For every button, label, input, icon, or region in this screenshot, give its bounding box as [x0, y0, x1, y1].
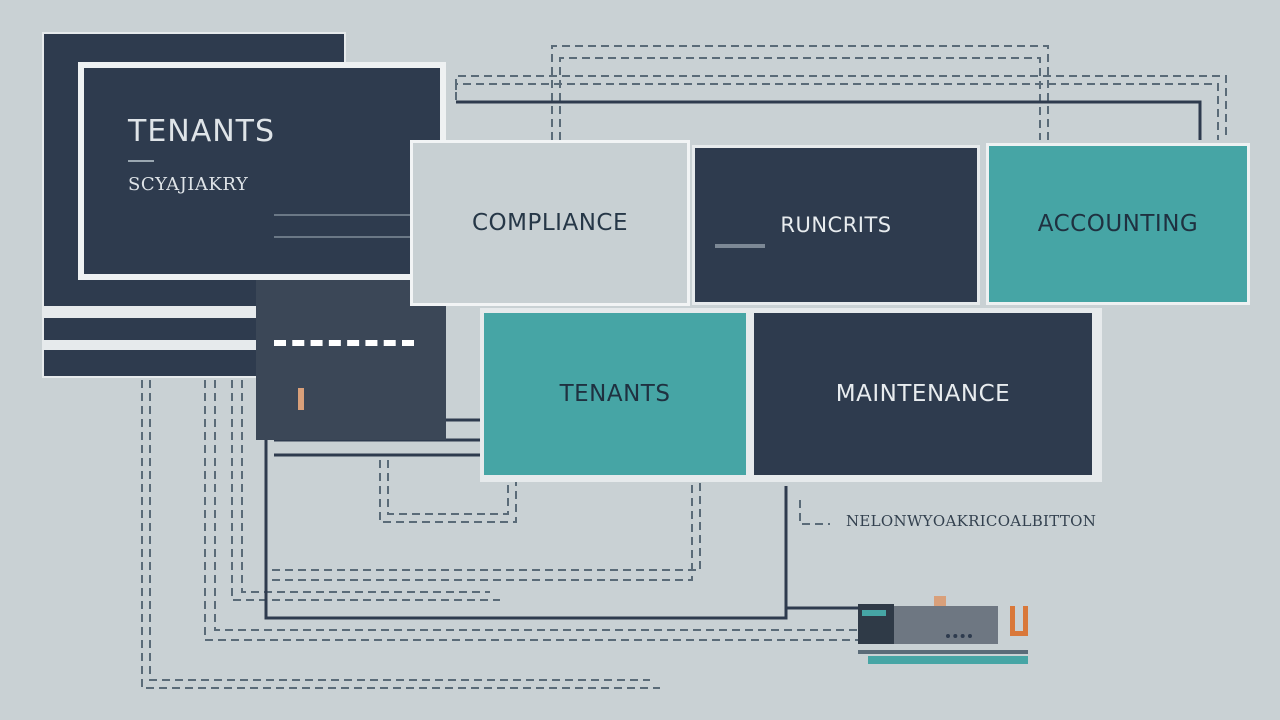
dashed-connector — [214, 380, 870, 631]
left-card-stripe — [42, 340, 422, 350]
annotation-text: NELONWYOAKRICOALBITTON — [846, 512, 1097, 530]
dashed-white-bar — [274, 340, 414, 348]
reports-module[interactable]: RUNCRITS — [692, 145, 980, 305]
dashed-connector — [272, 480, 701, 571]
dashed-connector — [204, 380, 860, 641]
dashed-connector — [379, 460, 517, 523]
reports-label: RUNCRITS — [780, 213, 892, 237]
accounting-label: ACCOUNTING — [1037, 211, 1199, 237]
dashed-connector — [799, 500, 830, 525]
tenants-card-underline — [128, 160, 154, 162]
dashed-connector — [272, 480, 693, 581]
dashed-connector — [559, 57, 1041, 140]
device-top — [934, 596, 946, 606]
solid-connector — [264, 300, 788, 620]
tenants-module[interactable]: TENANTS — [484, 313, 746, 475]
device-light — [862, 610, 886, 616]
tenants-card-rule — [274, 214, 444, 216]
dashed-connector — [387, 460, 509, 515]
dashed-connector — [141, 380, 660, 689]
tenants-card-rule — [274, 236, 444, 238]
tenants-card-subtitle: SCYAJIAKRY — [128, 174, 249, 195]
accounting-module[interactable]: ACCOUNTING — [986, 143, 1250, 305]
server-device-icon[interactable] — [858, 596, 998, 644]
maintenance-module[interactable]: MAINTENANCE — [754, 313, 1092, 475]
left-card-under — [256, 280, 446, 440]
tenants-card-title: TENANTS — [128, 114, 276, 149]
device-base-shadow — [858, 650, 1028, 654]
dashed-connector — [149, 380, 650, 681]
tenants-module-label: TENANTS — [559, 381, 671, 407]
maintenance-label: MAINTENANCE — [835, 381, 1011, 407]
orange-tick — [298, 388, 304, 410]
device-base-bar — [868, 656, 1028, 664]
device-dots — [946, 634, 972, 638]
dashed-connector — [241, 380, 490, 593]
solid-connector — [456, 100, 1202, 140]
tenants-summary-card[interactable]: TENANTS SCYAJIAKRY — [78, 62, 446, 280]
compliance-module[interactable]: COMPLIANCE — [410, 140, 690, 306]
dashed-connector — [455, 83, 1219, 140]
device-body — [894, 606, 998, 644]
compliance-label: COMPLIANCE — [471, 210, 628, 236]
dashed-connector — [455, 75, 1227, 140]
reports-decor-line — [715, 244, 765, 248]
orange-bracket-icon — [1010, 606, 1028, 636]
dashed-connector — [551, 45, 1049, 140]
